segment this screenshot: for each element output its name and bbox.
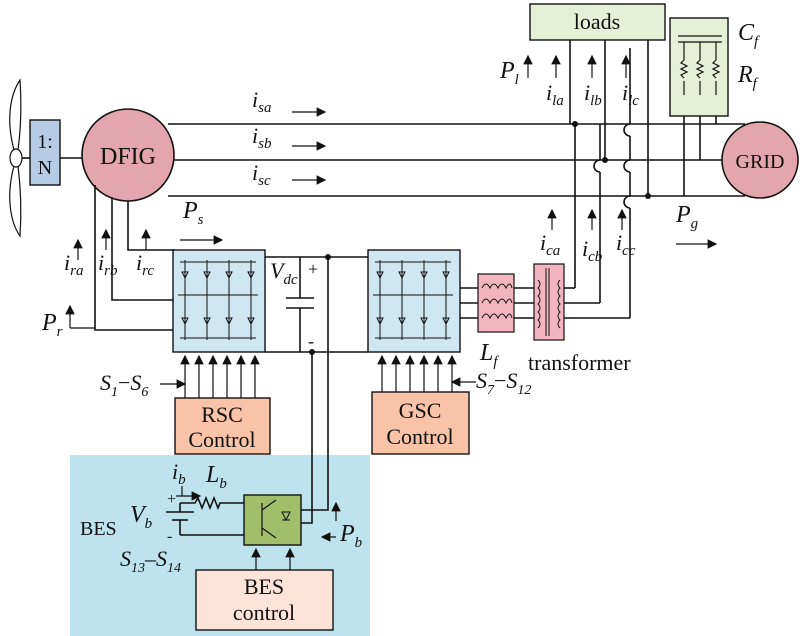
gsc-gate-signals [377,354,476,392]
power-ps: Ps [182,198,204,228]
transformer-label: transformer [528,350,631,375]
bes-region-label: BES [80,518,117,540]
dc-plus: + [308,259,318,279]
gsc-output-lines [460,48,631,319]
voltage-vb: Vb [130,502,153,532]
filter-capacitor-resistor [678,35,722,95]
current-ib: ib [172,459,186,488]
grid-label: GRID [736,151,785,173]
bes-wiring [166,257,329,536]
gsc-converter [367,249,461,353]
current-ilb: ilb [584,80,602,109]
current-isa: isa [252,87,271,116]
gearbox-ratio-bottom: N [38,157,52,179]
current-irb: irb [98,250,118,279]
rotor-lines [94,185,175,331]
capacitor-cf: Cf [738,20,760,50]
current-isb: isb [252,123,272,152]
inductor-lb: Lb [205,462,227,492]
filter-block [669,17,729,117]
bes-switch-label: S13–S14 [120,546,181,576]
transformer-icon [533,263,565,341]
vb-plus: + [167,491,176,508]
resistor-rf: Rf [737,62,759,92]
bes-control-line1: BES [244,574,284,599]
rsc-control-block [174,397,271,455]
bes-switch [243,494,302,546]
gsc-control-block [371,391,470,455]
rsc-control-line2: Control [188,427,255,452]
rsc-gate-signals [160,354,260,398]
loads-block [529,3,666,41]
dc-minus: - [308,331,314,351]
current-ica: ica [540,230,560,259]
bes-control-line2: control [233,600,295,625]
power-pb: Pb [339,521,363,551]
power-pg: Pg [675,202,699,232]
rsc-control-line1: RSC [201,402,243,427]
load-lines [569,40,651,199]
current-ilc: ilc [622,80,639,109]
current-icb: icb [582,236,603,265]
rsc-switch-label: S1−S6 [100,370,148,400]
bes-control-block [195,569,334,631]
filter-lines [683,116,717,196]
power-pr: Pr [41,310,63,340]
wind-turbine-icon [9,78,32,238]
grid-source [721,121,799,199]
current-ira: ira [64,250,83,279]
dc-link [265,254,368,355]
power-pl: Pl [499,58,519,88]
gearbox-ratio-top: 1: [37,131,53,153]
gsc-control-line1: GSC [399,398,442,423]
gearbox-block [29,119,61,186]
gsc-switch-label: S7−S12 [476,368,531,398]
voltage-vdc: Vdc [270,258,298,288]
vb-minus: - [167,528,172,545]
dfig-label: DFIG [100,144,156,170]
filter-inductor [477,273,515,333]
loads-label: loads [574,9,620,34]
current-irc: irc [136,250,154,279]
gsc-control-line2: Control [386,424,453,449]
current-icc: icc [616,230,636,259]
rsc-converter [172,249,266,353]
current-isc: isc [252,160,271,189]
inductor-lf: Lf [479,340,499,370]
current-ila: ila [546,80,564,109]
